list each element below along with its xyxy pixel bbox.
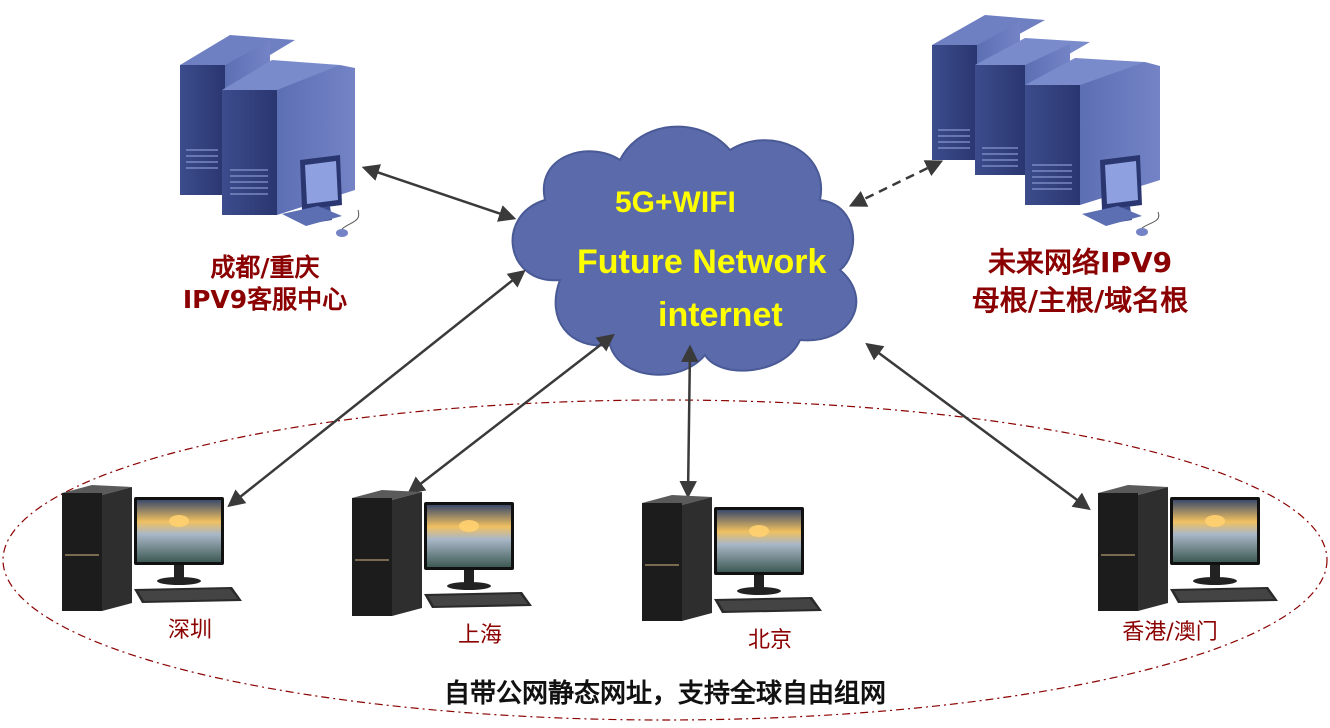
footer-caption: 自带公网静态网址，支持全球自由组网 [443,679,886,709]
server-icon [180,35,355,215]
arrow-hongkong [865,342,1091,511]
tower-icon [62,485,132,611]
left-server-label: 成都/重庆 IPV9客服中心 [150,252,380,316]
cloud-label-5g-wifi: 5G+WIFI [615,186,736,219]
left-server-label-line2: IPV9客服中心 [182,285,348,314]
pc-shenzhen [62,485,242,611]
arrow-left-server [361,164,517,222]
right-server-label-line1: 未来网络IPV9 [987,246,1173,279]
monitor-icon [134,497,224,585]
tower-icon [642,495,712,621]
keyboard-icon [714,597,822,613]
keyboard-icon [134,587,242,603]
tower-icon [352,490,422,616]
client-pcs [62,485,1278,621]
monitor-icon [282,155,360,237]
lan-boundary-ellipse [2,399,1328,721]
client-label-shenzhen: 深圳 [167,618,212,643]
right-server-label-line2: 母根/主根/域名根 [971,284,1189,317]
pc-shanghai [352,490,532,616]
client-label-beijing: 北京 [747,628,792,653]
pc-hongkong-macau [1098,485,1278,611]
client-label-hongkong-macau: 香港/澳门 [1122,620,1218,645]
arrow-shanghai [407,333,615,495]
cloud-label-future-network: Future Network [577,243,827,281]
client-label-shanghai: 上海 [457,623,502,648]
left-server-label-line1: 成都/重庆 [210,253,320,282]
pc-beijing [642,495,822,621]
right-server-label: 未来网络IPV9 母根/主根/域名根 [930,244,1230,320]
tower-icon [1098,485,1168,611]
left-server-group [180,35,360,237]
arrow-shenzhen [227,269,526,508]
monitor-icon [714,507,804,595]
monitor-icon [424,502,514,590]
internet-cloud [511,125,858,376]
connection-arrows [227,160,1091,511]
arrow-right-server [848,160,944,207]
arrow-beijing [679,344,699,499]
right-server-group [932,15,1160,236]
monitor-icon [1082,155,1160,236]
keyboard-icon [424,592,532,608]
keyboard-icon [1170,587,1278,603]
monitor-icon [1170,497,1260,585]
cloud-label-internet: internet [658,296,783,334]
